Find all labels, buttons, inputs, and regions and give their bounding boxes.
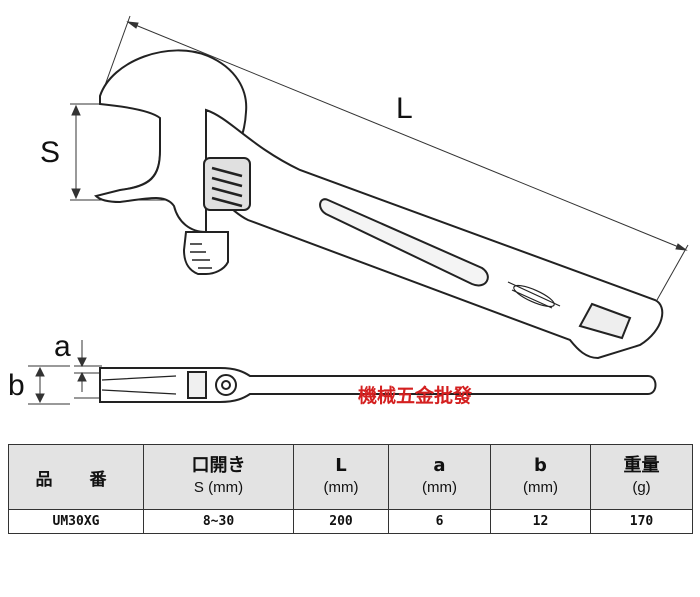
cell-a: 6: [388, 509, 491, 534]
dimension-l-label: L: [396, 92, 413, 125]
cell-b: 12: [490, 509, 591, 534]
dimension-s-label: S: [40, 136, 60, 169]
table-row: UM30XG 8~30 200 6 12 170: [8, 509, 693, 534]
wrench-top-view: [94, 49, 664, 360]
dimension-b-label: b: [8, 369, 25, 402]
header-l: L(mm): [293, 444, 389, 510]
watermark-text: 機械五金批發: [358, 384, 473, 407]
dimension-a-b: [28, 340, 102, 405]
cell-s: 8~30: [143, 509, 294, 534]
wrench-diagram: L S: [8, 15, 689, 407]
dimension-a-label: a: [54, 330, 71, 363]
wrench-side-view: [99, 367, 657, 403]
header-a: a(mm): [388, 444, 491, 510]
cell-model: UM30XG: [8, 509, 144, 534]
cell-weight: 170: [590, 509, 693, 534]
dimension-l: [103, 15, 689, 301]
header-b: b(mm): [490, 444, 591, 510]
header-weight: 重量(g): [590, 444, 693, 510]
cell-l: 200: [293, 509, 389, 534]
header-model: 品 番: [8, 444, 144, 510]
